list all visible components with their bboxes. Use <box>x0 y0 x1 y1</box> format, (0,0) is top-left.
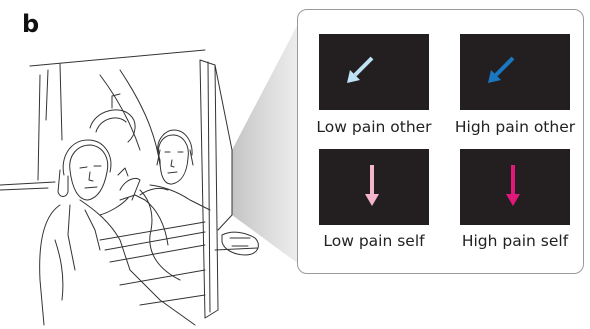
cue-label-low-pain-self: Low pain self <box>299 232 449 250</box>
arrow-diagonal-down-left <box>355 58 372 75</box>
cue-low-pain-self <box>319 149 429 225</box>
projection-beam <box>232 20 300 265</box>
cue-label-low-pain-other: Low pain other <box>299 118 449 136</box>
experiment-scene-illustration <box>0 0 300 329</box>
cue-high-pain-self <box>460 149 570 225</box>
arrow-head <box>506 194 520 206</box>
arrow-diagonal-down-left <box>496 58 513 75</box>
cue-label-high-pain-other: High pain other <box>440 118 590 136</box>
stimulus-callout-box: Low pain other High pain other Low pain … <box>297 9 584 274</box>
cue-label-high-pain-self: High pain self <box>440 232 590 250</box>
cue-low-pain-other <box>319 34 429 110</box>
cue-high-pain-other <box>460 34 570 110</box>
arrow-head <box>365 194 379 206</box>
